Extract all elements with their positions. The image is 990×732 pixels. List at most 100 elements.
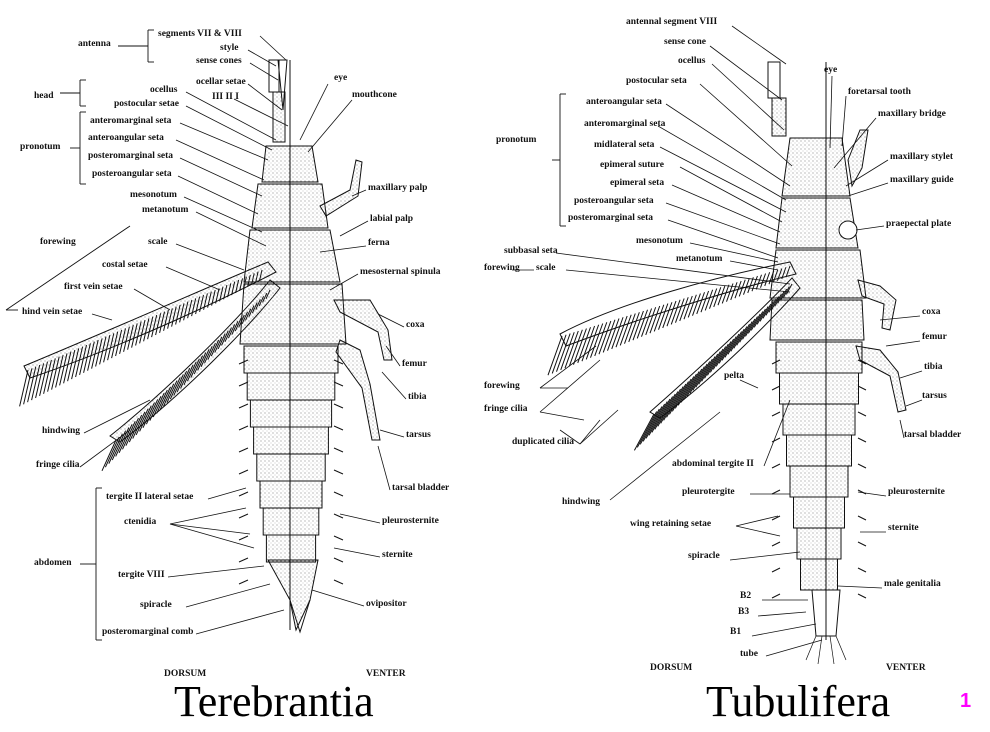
label-spiracle: spiracle [140, 600, 172, 610]
leader-line [763, 399, 791, 467]
abdominal-segment [256, 453, 326, 482]
abdominal-segment [246, 372, 336, 401]
abdominal-segment [262, 507, 320, 536]
abdominal-segment [779, 372, 859, 405]
tubulifera-body [767, 61, 907, 665]
label-tibia-2: tibia [924, 362, 943, 372]
abdominal-segment [249, 399, 333, 428]
label-eye: eye [334, 73, 347, 83]
leader-line [765, 639, 823, 657]
terebrantia-body [238, 59, 393, 634]
leader-line [185, 105, 273, 151]
label-sense-cones: sense cones [196, 56, 242, 66]
leader-line [711, 63, 785, 131]
leader-line [379, 429, 405, 438]
tubulifera-venter-label: VENTER [886, 663, 926, 673]
leader-line [905, 399, 923, 407]
label-eye-2: eye [824, 65, 837, 75]
leader-line [657, 125, 787, 201]
label-foretarsal-tooth: foretarsal tooth [848, 87, 912, 97]
label-b2: B2 [740, 591, 751, 601]
label-epimeral-suture: epimeral suture [600, 160, 664, 170]
label-spiracle-2: spiracle [688, 551, 720, 561]
abdominal-segment [265, 534, 317, 563]
leader-line [739, 379, 759, 389]
label-mesonotum: mesonotum [130, 190, 177, 200]
leader-line [729, 260, 779, 271]
abdominal-segment [786, 434, 852, 467]
leader-line [833, 117, 877, 169]
label-segments-vii-viii: segments VII & VIII [158, 29, 242, 39]
leader-line [847, 182, 889, 197]
label-style: style [220, 43, 238, 53]
tubulifera-labels: antennal segment VIII sense cone ocellus… [484, 17, 962, 673]
label-hindwing-2: hindwing [562, 497, 600, 507]
terebrantia-title: Terebrantia [174, 677, 374, 726]
label-hindwing: hindwing [42, 426, 80, 436]
abdominal-segment [782, 403, 856, 436]
label-ovipositor: ovipositor [366, 599, 407, 609]
abdominal-segment [796, 527, 842, 560]
label-tibia: tibia [408, 392, 427, 402]
abdominal-segment [800, 558, 838, 591]
label-anteroangular-seta: anteroangular seta [88, 133, 164, 143]
leader-line [539, 359, 601, 413]
leader-line [879, 315, 921, 321]
label-scale: scale [148, 237, 168, 247]
label-femur: femur [402, 359, 428, 369]
label-abdominal-tergite-ii: abdominal tergite II [672, 459, 754, 469]
leader-line [579, 419, 601, 445]
leader-line [175, 139, 265, 181]
leader-line [735, 515, 779, 527]
label-tarsus: tarsus [406, 430, 431, 440]
leader-line [183, 196, 263, 233]
leader-line [539, 411, 585, 421]
leader-line [307, 99, 353, 153]
label-mesosternal-spinula: mesosternal spinula [360, 267, 441, 277]
leader-line [259, 35, 287, 61]
leader-line [667, 219, 779, 259]
label-ocellus-2: ocellus [678, 56, 706, 66]
label-maxillary-palp: maxillary palp [368, 183, 427, 193]
label-ctenidia: ctenidia [124, 517, 156, 527]
leader-line [659, 146, 787, 213]
leader-line [679, 166, 783, 223]
label-sense-cone: sense cone [664, 37, 706, 47]
leader-line [249, 62, 279, 81]
leader-line [185, 91, 277, 141]
leader-line [699, 83, 793, 167]
label-forewing-3: forewing [484, 381, 520, 391]
label-epimeral-seta: epimeral seta [610, 178, 664, 188]
leader-line [319, 245, 367, 253]
terebrantia-venter-label: VENTER [366, 669, 406, 679]
leader-line [609, 411, 721, 501]
label-coxa-2: coxa [922, 307, 941, 317]
leader-line [83, 399, 151, 434]
abdominal-segment [259, 480, 323, 509]
label-ferna: ferna [368, 238, 390, 248]
abdominal-segment [253, 426, 329, 455]
label-ocellar-setae: ocellar setae [196, 77, 246, 87]
label-abdomen: abdomen [34, 558, 72, 568]
leader-line [351, 189, 367, 197]
terebrantia-labels: antenna segments VII & VIII style sense … [20, 29, 450, 679]
label-costal-setae: costal setae [102, 260, 148, 270]
leader-line [671, 184, 781, 233]
leader-line [133, 288, 171, 311]
bracket [5, 225, 131, 311]
leader-line [665, 103, 791, 187]
label-group-brackets [5, 29, 566, 641]
label-maxillary-bridge: maxillary bridge [878, 109, 946, 119]
leader-line [735, 525, 781, 537]
terebrantia-fringe-cilia [19, 269, 271, 472]
leader-line [179, 157, 263, 197]
leader-line [845, 159, 889, 187]
leader-line [757, 611, 807, 617]
leader-line [169, 507, 247, 525]
page-number: 1 [960, 690, 972, 712]
label-first-vein-setae: first vein setae [64, 282, 123, 292]
label-fringe-cilia: fringe cilia [36, 460, 80, 470]
label-sternite-2: sternite [888, 523, 919, 533]
label-maxillary-stylet: maxillary stylet [890, 152, 954, 162]
